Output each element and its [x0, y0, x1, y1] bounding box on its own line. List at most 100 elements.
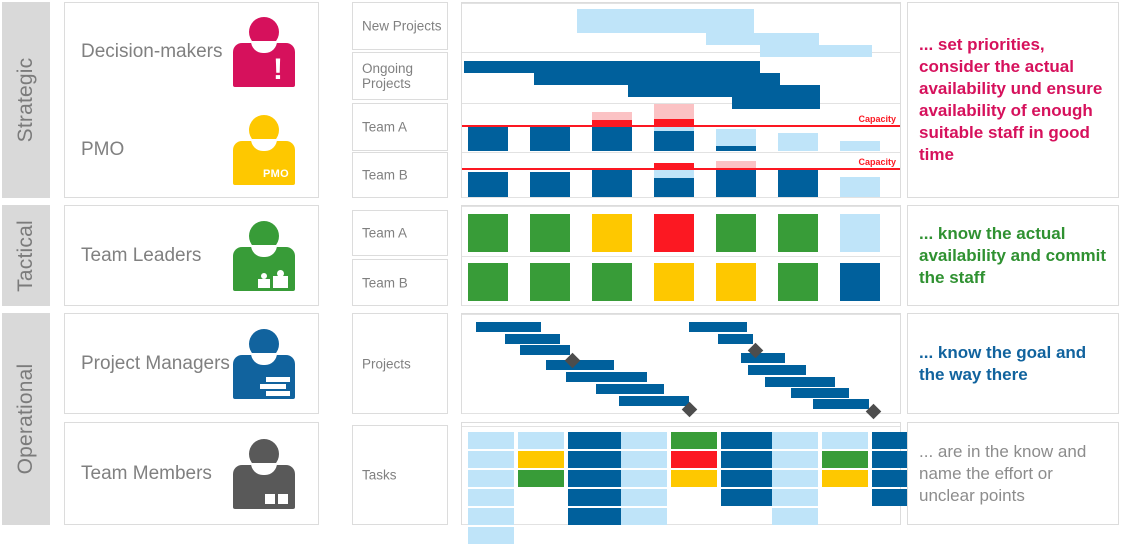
team-b-status-cell-6	[840, 263, 880, 301]
note-tasks-text: ... are in the know and name the effort …	[919, 441, 1087, 505]
role-decision-makers[interactable]: Decision-makers !	[65, 3, 318, 101]
gantt-bar-project	[813, 399, 869, 409]
role-card-team-members[interactable]: Team Members	[64, 422, 319, 525]
role-card-team-leaders[interactable]: Team Leaders	[64, 205, 319, 306]
person-document-icon	[233, 328, 295, 399]
team-a-status-cell-2	[592, 214, 632, 252]
gantt-bar-ongoing-project	[628, 85, 820, 97]
team-a-blue-2	[592, 125, 632, 151]
row-label-ongoing-projects: Ongoing Projects	[352, 52, 448, 100]
role-pmo-label: PMO	[81, 139, 125, 160]
row-label-projects: Projects	[352, 313, 448, 414]
role-team-members-label: Team Members	[81, 462, 212, 484]
gantt-bar-project	[689, 322, 747, 332]
task-cell-1-0-1	[671, 432, 717, 449]
team-a-red-3	[654, 119, 694, 125]
gantt-bar-new-project	[706, 33, 819, 45]
role-card-strategic: Decision-makers ! PMO PMO	[64, 2, 319, 198]
tier-tactical: Tactical	[2, 205, 50, 306]
team-a-status-cell-5	[778, 214, 818, 252]
row-label-tasks: Tasks	[352, 425, 448, 525]
team-a-lightblue-3	[654, 125, 694, 131]
task-cell-0-4-0	[468, 508, 514, 525]
role-decision-makers-icon-slot: !	[216, 3, 312, 101]
task-cell-1-1-0	[621, 451, 667, 468]
row-label-team-b-tactical-text: Team B	[362, 275, 408, 290]
team-b-status-cell-4	[716, 263, 756, 301]
row-label-team-b-strategic: Team B	[352, 152, 448, 198]
task-cell-0-1-0	[468, 451, 514, 468]
team-b-blue-1	[530, 172, 570, 197]
gantt-bar-project	[596, 384, 664, 394]
role-team-members-icon-slot	[216, 423, 312, 524]
team-b-blue-5	[778, 168, 818, 197]
team-a-blue-0	[468, 125, 508, 151]
tier-operational: Operational	[2, 313, 50, 525]
task-cell-2-2-0	[772, 470, 818, 487]
team-a-lightblue-6	[840, 141, 880, 151]
row-label-team-a-tactical: Team A	[352, 210, 448, 256]
team-a-capacity-label: Capacity	[858, 114, 896, 124]
task-cell-2-0-1	[822, 432, 868, 449]
role-team-leaders-label: Team Leaders	[81, 244, 202, 266]
team-a-red-2	[592, 120, 632, 125]
task-cell-1-0-2	[721, 432, 779, 449]
task-cell-0-3-2	[568, 489, 626, 506]
gantt-bar-ongoing-project	[464, 61, 760, 73]
task-cell-0-0-1	[518, 432, 564, 449]
role-pmo-icon-slot: PMO	[216, 101, 312, 199]
gantt-bar-project	[476, 322, 541, 332]
gantt-bar-ongoing-project	[732, 97, 820, 109]
two-people-glyph	[258, 269, 290, 288]
task-cell-1-1-1	[671, 451, 717, 468]
team-b-capacity-label: Capacity	[858, 157, 896, 167]
role-decision-makers-label: Decision-makers	[81, 41, 223, 62]
task-cell-0-5-0	[468, 527, 514, 544]
gantt-bar-project	[765, 377, 835, 387]
row-label-team-a-strategic-text: Team A	[362, 119, 408, 135]
row-label-tasks-text: Tasks	[362, 467, 397, 483]
note-tactical-text: ... know the actual availability and com…	[919, 223, 1107, 287]
team-b-lightblue-3	[654, 170, 694, 178]
team-b-blue-4	[716, 168, 756, 197]
row-label-projects-text: Projects	[362, 356, 411, 371]
note-tasks: ... are in the know and name the effort …	[907, 422, 1119, 525]
tier-strategic: Strategic	[2, 2, 50, 198]
gantt-bar-new-project	[760, 45, 872, 57]
task-cell-0-2-1	[518, 470, 564, 487]
gantt-bar-project	[546, 360, 614, 370]
role-pmo[interactable]: PMO PMO	[65, 101, 318, 199]
task-cell-2-4-0	[772, 508, 818, 525]
team-a-lightblue-4	[716, 129, 756, 146]
task-cell-1-4-0	[621, 508, 667, 525]
row-label-team-a-tactical-text: Team A	[362, 225, 408, 241]
gantt-bar-new-project	[577, 9, 754, 21]
task-cell-2-1-1	[822, 451, 868, 468]
tier-strategic-label: Strategic	[14, 57, 37, 143]
team-b-status-cell-0	[468, 263, 508, 301]
team-a-pink-3	[654, 104, 694, 119]
row-label-team-a-strategic: Team A	[352, 103, 448, 151]
gantt-bar-project	[748, 365, 806, 375]
team-b-status-cell-3	[654, 263, 694, 301]
note-strategic: ... set priorities, consider the actual …	[907, 2, 1119, 198]
team-b-status-cell-5	[778, 263, 818, 301]
team-b-pink-4	[716, 161, 756, 168]
chart-projects-gantt	[461, 313, 901, 420]
task-cell-0-0-2	[568, 432, 626, 449]
row-label-team-b-tactical: Team B	[352, 259, 448, 306]
team-b-blue-2	[592, 168, 632, 197]
team-a-status-cell-6	[840, 214, 880, 252]
chart-tasks-grid	[461, 422, 930, 544]
person-pmo-icon: PMO	[233, 115, 295, 185]
task-cell-0-4-2	[568, 508, 626, 525]
task-cell-1-3-0	[621, 489, 667, 506]
task-cell-1-2-1	[671, 470, 717, 487]
task-cell-2-2-1	[822, 470, 868, 487]
role-project-managers-label: Project Managers	[81, 352, 230, 374]
task-cell-0-2-2	[568, 470, 626, 487]
gantt-bar-ongoing-project	[534, 73, 780, 85]
task-cell-1-1-2	[721, 451, 779, 468]
role-card-project-managers[interactable]: Project Managers	[64, 313, 319, 414]
